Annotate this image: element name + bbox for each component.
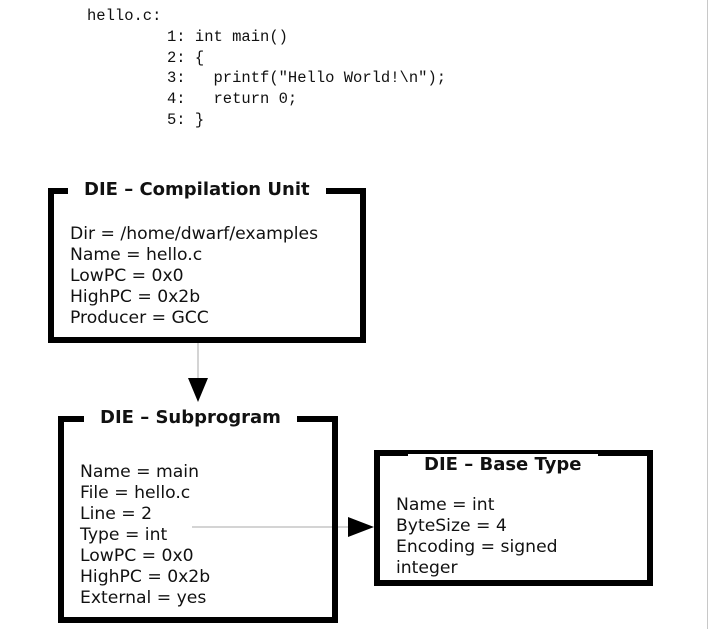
cu-attr-dir: Dir = /home/dwarf/examples (70, 224, 319, 244)
die-base-type-attrs: Name = int ByteSize = 4 Encoding = signe… (396, 495, 558, 579)
source-filename: hello.c: (87, 7, 162, 25)
sub-attr-type: Type = int (80, 525, 168, 545)
die-subprogram-box: DIE – Subprogram Name = main File = hell… (58, 407, 338, 623)
code-line-1: 1: int main() (167, 27, 288, 46)
page-right-rule (707, 0, 708, 629)
die-base-type-title: DIE – Base Type (408, 454, 598, 476)
sub-attr-line: Line = 2 (80, 504, 153, 524)
bt-attr-encoding-cont: integer (396, 558, 458, 578)
bt-attr-bytesize: ByteSize = 4 (396, 516, 507, 536)
type-to-basetype-arrowhead (348, 517, 374, 537)
die-compilation-unit-attrs: Dir = /home/dwarf/examples Name = hello.… (70, 224, 318, 329)
die-subprogram-attrs: Name = main File = hello.c Line = 2 Type… (80, 462, 210, 609)
cu-attr-producer: Producer = GCC (70, 308, 209, 328)
sub-attr-highpc: HighPC = 0x2b (80, 567, 211, 587)
die-compilation-unit-box: DIE – Compilation Unit Dir = /home/dwarf… (48, 179, 366, 343)
code-line-2: 2: { (167, 48, 205, 67)
bt-attr-encoding: Encoding = signed (396, 537, 558, 557)
sub-attr-lowpc: LowPC = 0x0 (80, 546, 194, 566)
die-base-type-box: DIE – Base Type Name = int ByteSize = 4 … (374, 450, 653, 586)
code-line-3: 3: printf("Hello World!\n"); (167, 69, 447, 88)
cu-attr-name: Name = hello.c (70, 245, 203, 265)
code-line-4: 4: return 0; (167, 90, 298, 109)
code-line-5: 5: } (167, 110, 205, 129)
die-compilation-unit-title: DIE – Compilation Unit (68, 179, 326, 201)
cu-attr-lowpc: LowPC = 0x0 (70, 266, 184, 286)
die-subprogram-title: DIE – Subprogram (84, 407, 297, 429)
sub-attr-name: Name = main (80, 462, 199, 482)
sub-attr-external: External = yes (80, 588, 207, 608)
cu-attr-highpc: HighPC = 0x2b (70, 287, 201, 307)
sub-attr-file: File = hello.c (80, 483, 191, 503)
source-code-listing: hello.c: 1: int main() 2: { 3: printf("Hell… (87, 6, 446, 131)
bt-attr-name: Name = int (396, 495, 495, 515)
cu-to-subprogram-arrowhead (188, 378, 208, 402)
